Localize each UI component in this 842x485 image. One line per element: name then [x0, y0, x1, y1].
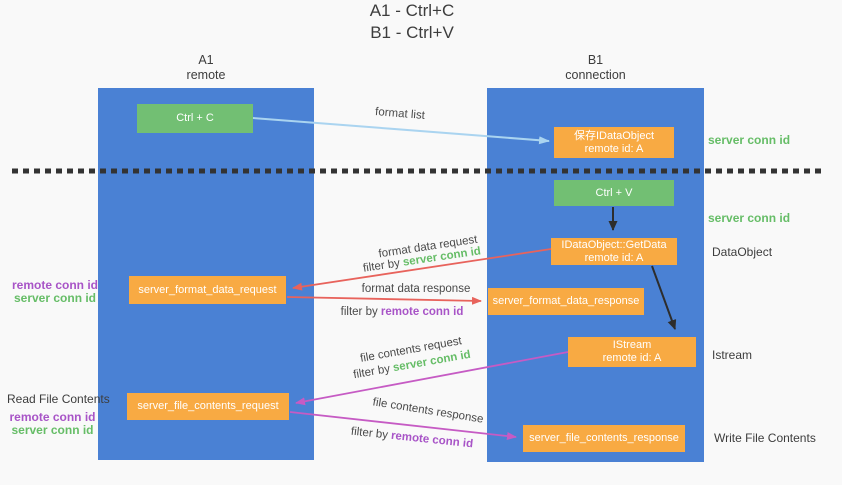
- label-left-conn-ids-top: remote conn id server conn id: [0, 279, 110, 304]
- title-line-1: A1 - Ctrl+C: [369, 1, 455, 20]
- remote-conn-id-text: remote conn id: [390, 429, 474, 451]
- node-save-idataobject-line2: remote id: A: [584, 142, 644, 155]
- filter-by-text: filter by: [350, 425, 392, 442]
- label-server-conn-id-left2: server conn id: [11, 422, 94, 437]
- title-line-2: B1 - Ctrl+V: [370, 23, 454, 42]
- node-ctrl-c-label: Ctrl + C: [176, 112, 214, 124]
- lane-b-name: B1: [587, 53, 604, 67]
- label-server-conn-id-left1: server conn id: [13, 290, 97, 305]
- node-server-file-contents-response: server_file_contents_response: [523, 425, 685, 452]
- arrow-format-data-response: [286, 296, 482, 305]
- label-server-conn-id-top: server conn id: [708, 133, 791, 147]
- label-remote-conn-id-left1: remote conn id: [11, 278, 98, 292]
- label-read-file-contents: Read File Contents: [7, 392, 110, 406]
- label-remote-conn-id-left2: remote conn id: [9, 410, 96, 424]
- node-server-format-data-response: server_format_data_response: [488, 288, 644, 315]
- diagram-title: A1 - Ctrl+C B1 - Ctrl+V: [0, 0, 824, 44]
- lane-a-subtitle: remote: [186, 68, 226, 82]
- node-idataobject-getdata-line1: IDataObject::GetData: [561, 238, 667, 251]
- label-file-contents-response-filter: filter by remote conn id: [350, 426, 473, 451]
- node-save-idataobject: 保存IDataObject remote id: A: [554, 127, 674, 158]
- node-ctrl-v: Ctrl + V: [554, 180, 674, 206]
- node-server-format-data-response-label: server_format_data_response: [492, 295, 640, 307]
- node-ctrl-c: Ctrl + C: [137, 104, 253, 133]
- node-idataobject-getdata-line2: remote id: A: [584, 251, 644, 264]
- label-format-list: format list: [374, 106, 426, 122]
- lane-b-subtitle: connection: [565, 68, 626, 82]
- label-istream: Istream: [712, 348, 753, 362]
- label-dataobject: DataObject: [712, 245, 773, 259]
- lane-b-header: B1 connection: [487, 53, 704, 83]
- filter-by-text: filter by: [362, 256, 404, 275]
- node-idataobject-getdata: IDataObject::GetData remote id: A: [551, 238, 677, 265]
- node-server-file-contents-response-label: server_file_contents_response: [529, 432, 679, 444]
- label-left-conn-ids-bottom: remote conn id server conn id: [0, 411, 105, 436]
- node-istream-line1: IStream: [612, 339, 652, 351]
- node-ctrl-v-label: Ctrl + V: [595, 186, 633, 199]
- node-server-file-contents-request-label: server_file_contents_request: [137, 400, 279, 412]
- node-server-format-data-request: server_format_data_request: [129, 276, 286, 304]
- label-format-data-response: format data response: [361, 283, 471, 295]
- lane-a-name: A1: [198, 53, 214, 67]
- label-format-data-response-filter: filter by remote conn id: [341, 306, 464, 318]
- filter-by-text: filter by: [340, 306, 381, 318]
- lane-a-header: A1 remote: [98, 53, 314, 83]
- node-server-file-contents-request: server_file_contents_request: [127, 393, 289, 420]
- node-save-idataobject-line1: 保存IDataObject: [573, 129, 655, 142]
- filter-by-text: filter by: [352, 362, 395, 382]
- remote-conn-id-text: remote conn id: [380, 306, 464, 318]
- label-server-conn-id-mid: server conn id: [708, 211, 791, 225]
- node-istream-line2: remote id: A: [602, 352, 662, 364]
- label-write-file-contents: Write File Contents: [714, 431, 816, 445]
- label-file-contents-response: file contents response: [371, 396, 485, 426]
- node-server-format-data-request-label: server_format_data_request: [138, 283, 277, 296]
- node-istream: IStream remote id: A: [568, 337, 696, 367]
